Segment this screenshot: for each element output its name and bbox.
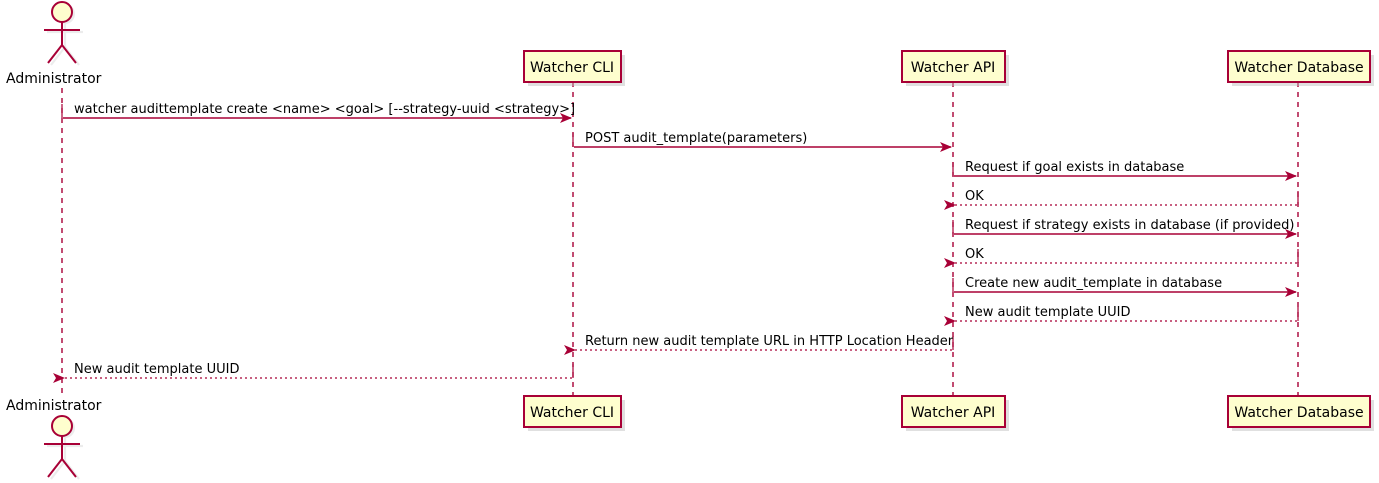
box-frame <box>901 50 1006 83</box>
messages-layer: watcher audittemplate create <name> <goa… <box>53 102 1299 383</box>
message-9[interactable]: New audit template UUID <box>53 362 574 383</box>
message-label: Request if goal exists in database <box>965 160 1184 175</box>
message-label: watcher audittemplate create <name> <goa… <box>74 102 575 117</box>
message-2[interactable]: Request if goal exists in database <box>952 160 1297 181</box>
message-label: New audit template UUID <box>74 362 239 377</box>
message-7[interactable]: New audit template UUID <box>944 305 1299 326</box>
participant-box-watcher-cli-top[interactable]: Watcher CLI <box>523 50 625 86</box>
message-8[interactable]: Return new audit template URL in HTTP Lo… <box>564 334 954 355</box>
actor-head-icon <box>51 415 73 437</box>
message-label: POST audit_template(parameters) <box>585 131 807 146</box>
message-label: Request if strategy exists in database (… <box>965 218 1294 233</box>
box-frame <box>523 395 622 428</box>
actor-label-administrator-top: Administrator <box>6 71 102 87</box>
participant-label-watcher-api-bottom: Watcher API <box>911 405 996 421</box>
message-6[interactable]: Create new audit_template in database <box>952 276 1297 297</box>
message-0[interactable]: watcher audittemplate create <name> <goa… <box>61 102 575 123</box>
box-frame <box>1227 395 1371 428</box>
box-frame <box>901 395 1006 428</box>
message-3[interactable]: OK <box>944 189 1299 210</box>
actor-label-administrator-bottom: Administrator <box>6 398 102 414</box>
box-frame <box>1227 50 1371 83</box>
participant-label-watcher-database-bottom: Watcher Database <box>1234 405 1363 421</box>
message-1[interactable]: POST audit_template(parameters) <box>572 131 952 152</box>
actor-head-icon <box>51 1 73 23</box>
message-4[interactable]: Request if strategy exists in database (… <box>952 218 1297 239</box>
message-label: Create new audit_template in database <box>965 276 1222 291</box>
message-label: OK <box>965 247 984 262</box>
actor-administrator-bottom[interactable]: Administrator <box>6 398 102 480</box>
actor-administrator-top[interactable]: Administrator <box>6 1 102 87</box>
participant-box-watcher-api-bottom[interactable]: Watcher API <box>901 395 1009 431</box>
message-5[interactable]: OK <box>944 247 1299 268</box>
participant-box-watcher-database-bottom[interactable]: Watcher Database <box>1227 395 1374 431</box>
actor-right-leg-icon <box>61 44 77 64</box>
actor-right-leg-icon <box>61 458 77 478</box>
message-label: Return new audit template URL in HTTP Lo… <box>585 334 954 349</box>
participant-label-watcher-cli-bottom: Watcher CLI <box>530 405 614 421</box>
message-label: OK <box>965 189 984 204</box>
actor-left-leg-icon <box>47 44 63 64</box>
participant-label-watcher-database-top: Watcher Database <box>1234 60 1363 76</box>
message-label: New audit template UUID <box>965 305 1130 320</box>
actor-left-leg-icon <box>47 458 63 478</box>
participant-box-watcher-api-top[interactable]: Watcher API <box>901 50 1009 86</box>
box-frame <box>523 50 622 83</box>
participant-box-watcher-database-top[interactable]: Watcher Database <box>1227 50 1374 86</box>
participant-label-watcher-api-top: Watcher API <box>911 60 996 76</box>
participant-label-watcher-cli-top: Watcher CLI <box>530 60 614 76</box>
participant-box-watcher-cli-bottom[interactable]: Watcher CLI <box>523 395 625 431</box>
